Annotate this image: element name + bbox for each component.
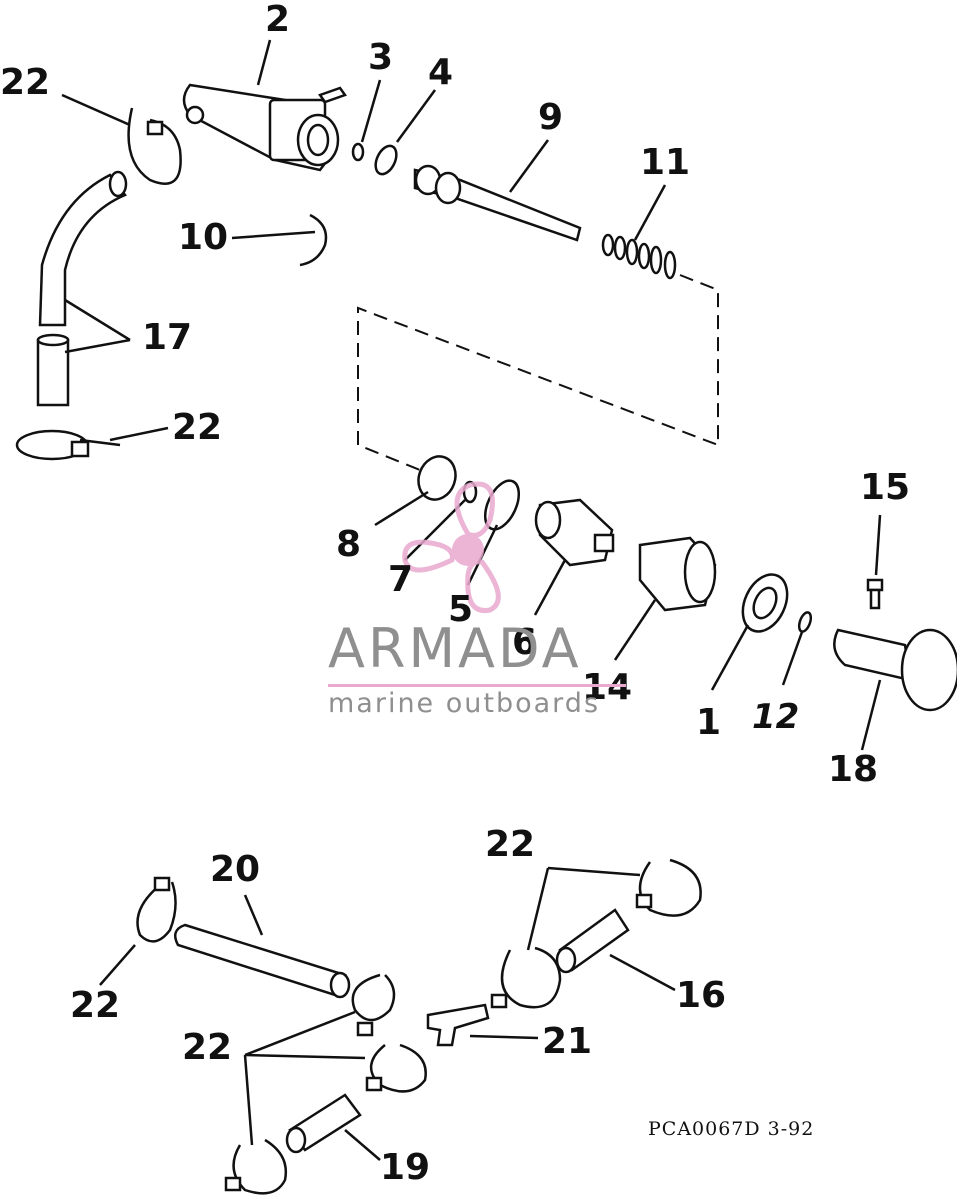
part-14-cap <box>638 536 717 612</box>
armada-propeller-logo <box>402 481 501 614</box>
callout-19: 19 <box>380 1147 431 1188</box>
callout-6: 6 <box>512 622 538 663</box>
part-8-washer <box>417 455 457 501</box>
part-22-clamp-center-2 <box>365 1043 427 1093</box>
callout-18: 18 <box>828 749 879 790</box>
callout-12: 12 <box>752 697 800 737</box>
part-17-hose <box>36 170 128 407</box>
drawing-reference-caption: PCA0067D 3-92 <box>648 1118 815 1140</box>
callout-20: 20 <box>210 849 261 890</box>
part-6-fitting <box>534 498 615 567</box>
assembly-dashed-line <box>357 274 719 471</box>
part-16-hose <box>555 908 630 974</box>
callout-15: 15 <box>860 467 911 508</box>
callout-22-top: 22 <box>0 62 51 103</box>
part-21-tee-fitting <box>426 1003 490 1047</box>
part-1-lock-nut <box>741 573 789 633</box>
part-22-clamp-center-1 <box>351 973 396 1037</box>
part-9-shaft <box>413 164 582 242</box>
part-3-o-ring <box>351 142 365 162</box>
callout-21: 21 <box>542 1021 593 1062</box>
callout-9: 9 <box>538 97 564 138</box>
part-20-hose <box>173 923 351 999</box>
callout-2: 2 <box>265 0 291 40</box>
part-10-clip <box>299 213 328 267</box>
callout-22-center: 22 <box>182 1027 233 1068</box>
callout-5: 5 <box>448 589 474 630</box>
callout-17: 17 <box>142 317 193 358</box>
part-22-clamp-bottom-left <box>136 876 177 943</box>
part-5-o-ring <box>483 479 521 531</box>
callout-1: 1 <box>696 702 722 743</box>
callout-8: 8 <box>336 524 362 565</box>
watermark-brand: ARMADA <box>328 617 582 680</box>
part-22-clamp-right-1 <box>490 946 562 1009</box>
leader-lines <box>61 39 882 1161</box>
part-7-o-ring <box>462 480 478 504</box>
part-22-clamp-right-2 <box>635 858 702 917</box>
part-2-pump-body <box>182 83 347 172</box>
callout-7: 7 <box>388 559 414 600</box>
watermark-tagline: marine outboards <box>328 688 601 719</box>
part-22-clamp-bottom <box>224 1138 288 1195</box>
callout-10: 10 <box>178 217 229 258</box>
callout-4: 4 <box>428 52 454 93</box>
callout-11: 11 <box>640 142 691 183</box>
watermark-divider <box>328 684 626 687</box>
part-18-knob <box>833 628 957 712</box>
part-15-screw <box>866 578 884 610</box>
callout-22-bl: 22 <box>70 985 121 1026</box>
part-22-clamp-left <box>15 429 121 461</box>
callout-16: 16 <box>676 975 727 1016</box>
callout-22-right: 22 <box>485 824 536 865</box>
part-22-clamp-top <box>127 107 182 185</box>
callout-3: 3 <box>368 37 394 78</box>
callout-22-left: 22 <box>172 407 223 448</box>
part-19-hose <box>285 1093 362 1154</box>
callout-14: 14 <box>582 667 633 708</box>
part-11-spring <box>601 233 677 280</box>
part-12-o-ring <box>797 611 813 633</box>
part-4-o-ring <box>374 144 398 176</box>
